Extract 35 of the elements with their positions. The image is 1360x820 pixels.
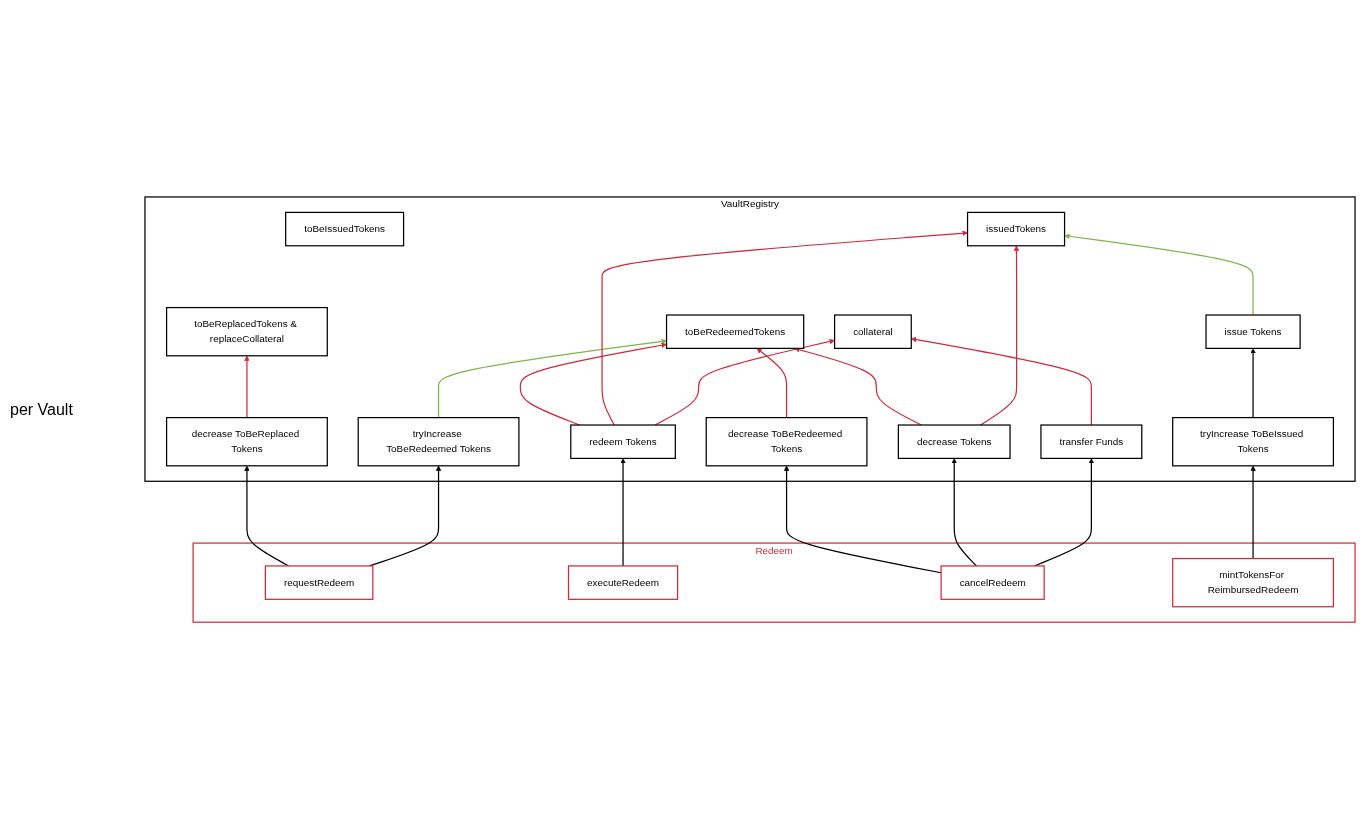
arrow: [1064, 234, 1254, 317]
node-box: decrease ToBeReplaced Tokens: [165, 417, 328, 467]
node-box: executeRedeem: [567, 565, 679, 601]
node-box: issuedTokens: [966, 212, 1066, 247]
node-box: decrease ToBeRedeemed Tokens: [705, 417, 868, 467]
arrow: [911, 337, 1092, 427]
arrow: [1250, 466, 1256, 560]
arrow: [244, 355, 250, 419]
arrow: [620, 458, 626, 567]
node-box: toBeReplacedTokens & replaceCollateral: [165, 307, 328, 357]
arrow: [756, 348, 788, 419]
arrow: [979, 245, 1020, 427]
node-box: toBeIssuedTokens: [285, 212, 405, 247]
arrow: [654, 339, 835, 427]
node-box: issue Tokens: [1205, 314, 1301, 350]
arrow: [783, 466, 942, 574]
arrow: [794, 347, 922, 427]
node-box: toBeRedeemedTokens: [665, 314, 805, 350]
node-box: requestRedeem: [264, 565, 374, 601]
node-box: tryIncrease ToBeRedeemed Tokens: [357, 417, 520, 467]
arrow: [951, 458, 978, 567]
arrow: [1033, 458, 1095, 567]
arrow: [519, 342, 667, 427]
node-box: collateral: [834, 314, 912, 350]
node-box: redeem Tokens: [570, 424, 676, 460]
node-box: decrease Tokens: [897, 424, 1011, 460]
node-box: transfer Funds: [1040, 424, 1143, 460]
arrow: [601, 230, 968, 427]
node-box: tryIncrease ToBeIssued Tokens: [1172, 417, 1335, 467]
node-box: mintTokensFor ReimbursedRedeem: [1172, 558, 1335, 608]
brace-label: per Vault: [10, 401, 74, 419]
arrow: [437, 339, 667, 419]
arrow: [1250, 348, 1256, 419]
arrow: [244, 466, 290, 567]
node-box: cancelRedeem: [940, 565, 1045, 601]
